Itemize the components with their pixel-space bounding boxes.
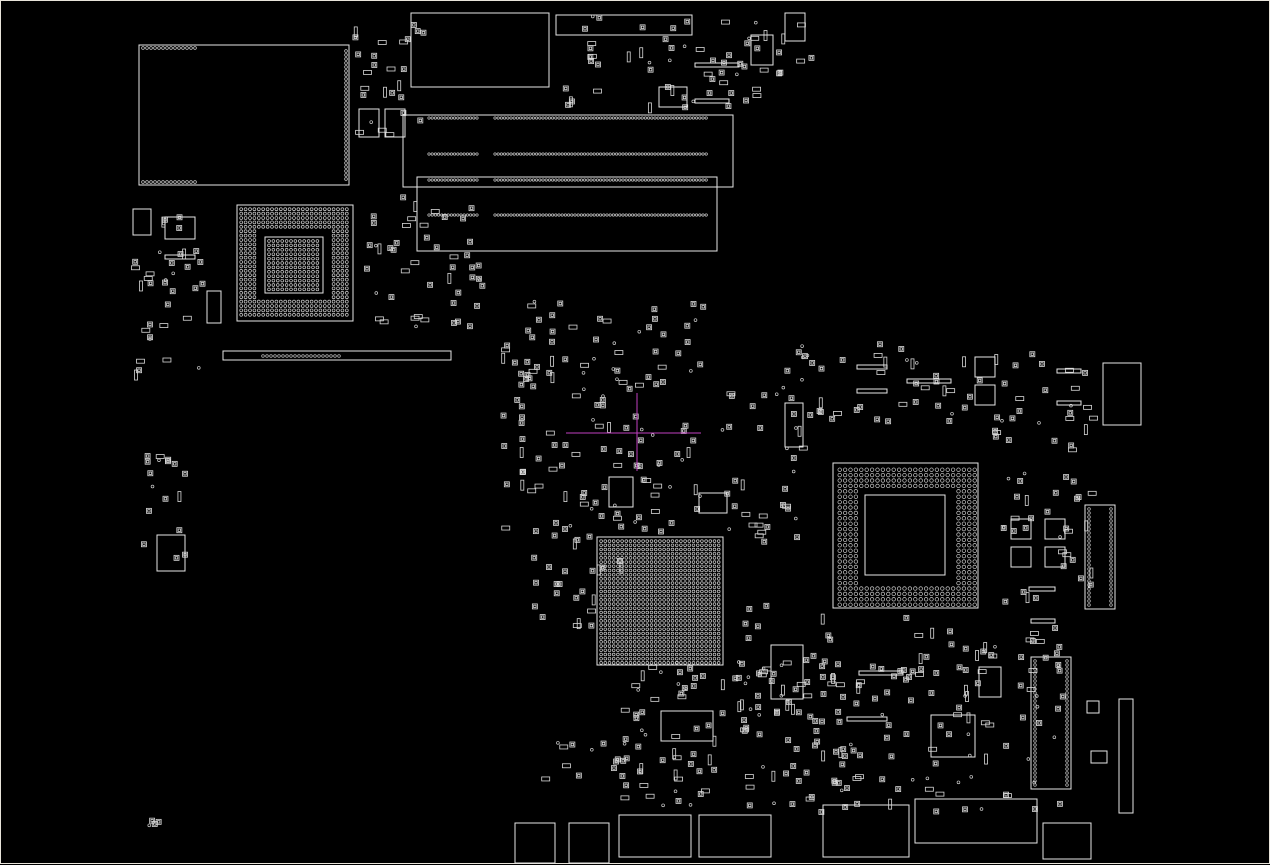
connector-strip-left[interactable] <box>222 350 452 361</box>
top-left-module[interactable] <box>138 44 350 186</box>
bga-chip-center[interactable] <box>596 536 724 666</box>
dimm-slot-1[interactable] <box>402 114 734 188</box>
right-edge-connector[interactable] <box>1102 362 1142 814</box>
smd-components <box>131 12 1108 828</box>
memory-chip-bottom[interactable] <box>660 644 1002 758</box>
dimm-slot-2[interactable] <box>416 176 718 252</box>
bga-chip-right[interactable] <box>832 462 979 609</box>
bga-chip-top-left[interactable] <box>236 204 354 322</box>
top-center-box[interactable] <box>410 12 693 88</box>
bottom-ports[interactable] <box>514 798 1092 864</box>
cursor-crosshair <box>566 393 701 471</box>
right-connector-long[interactable] <box>1084 504 1116 610</box>
